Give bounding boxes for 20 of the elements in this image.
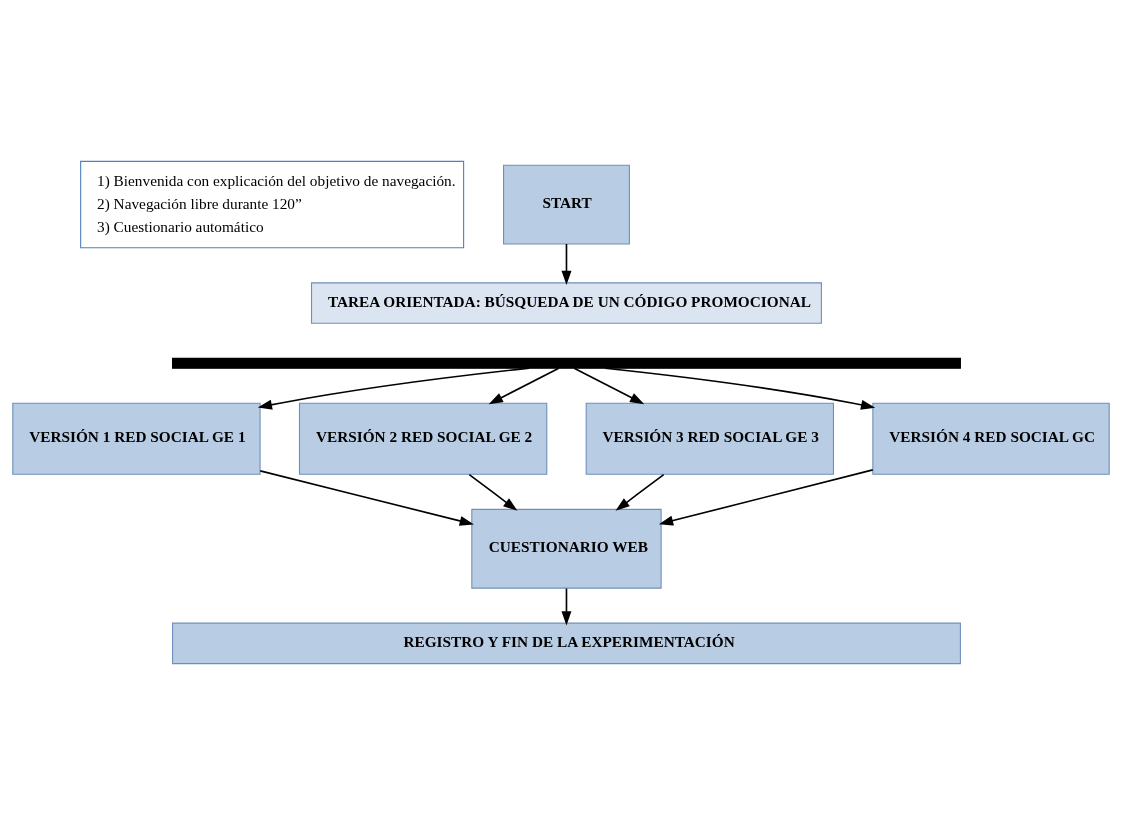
arrow — [561, 587, 572, 626]
arrow — [468, 473, 518, 511]
node-box: VERSIÓN 4 RED SOCIAL GC — [872, 402, 1110, 475]
node-box: 1) Bienvenida con explicación del objetivo de navegación. 2) Navegación libre durante 120” 3) Cuestionario automático — [80, 160, 465, 249]
node-box: VERSIÓN 1 RED SOCIAL GE 1 — [12, 402, 261, 475]
arrow — [615, 473, 665, 511]
arrow — [561, 243, 572, 286]
arrow — [604, 367, 876, 410]
arrow — [573, 367, 645, 405]
arrow — [257, 367, 530, 410]
node-box: CUESTIONARIO WEB — [471, 508, 662, 589]
node-box: START — [503, 164, 630, 245]
arrow — [488, 367, 560, 405]
node-box: TAREA ORIENTADA: BÚSQUEDA DE UN CÓDIGO PROMOCIONAL — [310, 282, 822, 324]
arrow — [658, 469, 874, 526]
arrow — [259, 470, 474, 526]
node-bar — [172, 357, 961, 369]
node-box: REGISTRO Y FIN DE LA EXPERIMENTACIÓN — [172, 622, 961, 665]
node-box: VERSIÓN 2 RED SOCIAL GE 2 — [298, 402, 548, 475]
node-box: VERSIÓN 3 RED SOCIAL GE 3 — [585, 402, 834, 475]
